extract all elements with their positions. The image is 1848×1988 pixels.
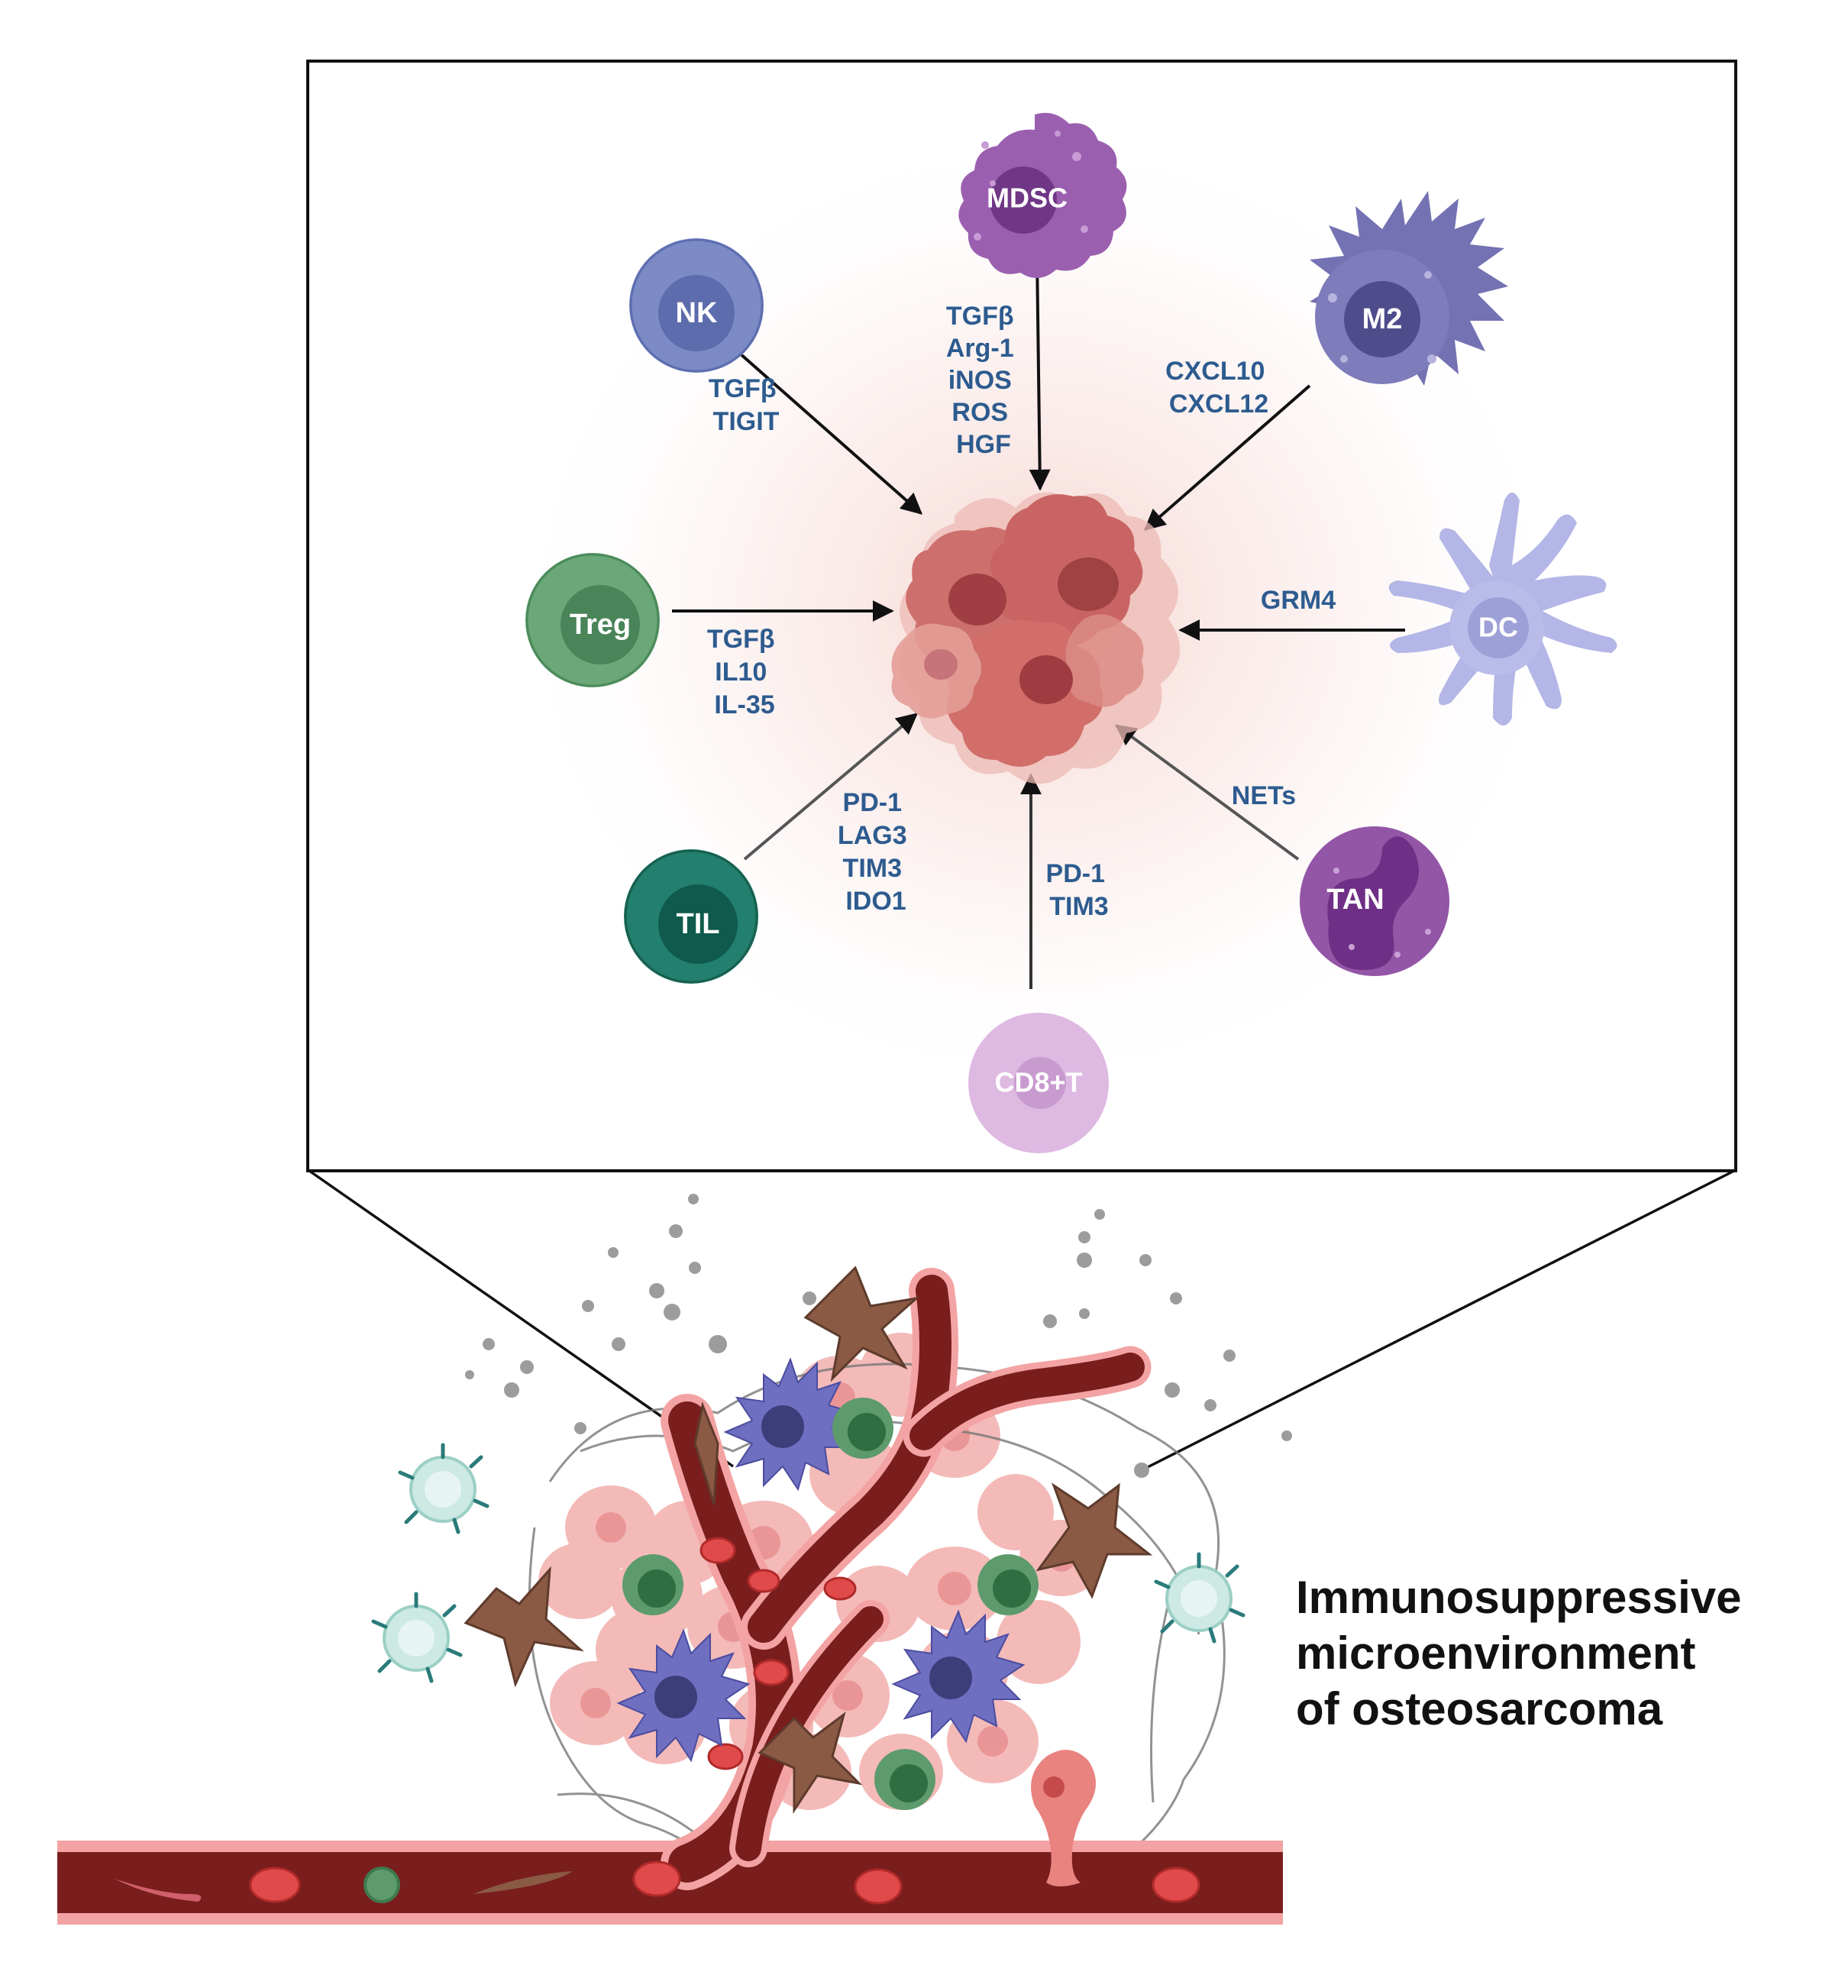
tumor-cluster — [891, 492, 1181, 784]
mdsc-label: MDSC — [987, 183, 1068, 214]
dc-label: DC — [1478, 612, 1518, 643]
til-mediators: PD-1 LAG3 TIM3 IDO1 — [838, 788, 914, 916]
signal-arrows — [672, 255, 1405, 989]
nk-cell: NK — [629, 238, 764, 373]
dc-mediators: GRM4 — [1261, 586, 1336, 615]
mdsc-cell: MDSC — [958, 112, 1127, 279]
title-line-3: of osteosarcoma — [1296, 1683, 1663, 1734]
m2-label: M2 — [1362, 303, 1403, 335]
arrow-mdsc — [1029, 255, 1051, 491]
m2-mediators: CXCL10 CXCL12 — [1165, 357, 1272, 419]
tan-mediators: NETs — [1232, 781, 1296, 810]
tan-cell: TAN — [1300, 826, 1449, 976]
red-blood-cells — [249, 1537, 1200, 1905]
circulating-cell — [115, 1879, 202, 1902]
treg-label: Treg — [570, 609, 631, 641]
arrow-m2 — [1143, 384, 1311, 531]
mediator-labels: TGFβ TIGIT TGFβ Arg-1 iNOS ROS HGF CXCL1… — [707, 302, 1336, 921]
cd8-label: CD8+T — [994, 1067, 1082, 1098]
treg-mediators: TGFβ IL10 IL-35 — [707, 625, 782, 719]
tissue-t-cells — [622, 1398, 1039, 1810]
zoom-connector-lines — [308, 1169, 1735, 1472]
tissue-illustration — [57, 1194, 1292, 1925]
til-cell: TIL — [624, 849, 758, 984]
arrow-tan — [1114, 724, 1300, 861]
antibody-coated-cells — [371, 1443, 1245, 1683]
m2-cell: M2 — [1310, 191, 1508, 386]
nk-mediators: TGFβ TIGIT — [709, 374, 783, 436]
title-line-2: microenvironment — [1296, 1628, 1695, 1679]
tan-label: TAN — [1326, 884, 1384, 916]
title-line-1: Immunosuppressive — [1296, 1572, 1742, 1623]
circulating-lymphocyte — [363, 1867, 400, 1903]
tissue-macrophages — [616, 1357, 1026, 1763]
extravasating-tumor-cell — [1031, 1750, 1096, 1886]
arrow-nk — [732, 346, 923, 515]
arrow-til — [743, 713, 919, 861]
dc-cell: DC — [1388, 493, 1617, 726]
circulating-fibroblast — [473, 1871, 573, 1894]
treg-cell: Treg — [525, 553, 660, 687]
til-label: TIL — [677, 908, 720, 940]
cd8-mediators: PD-1 TIM3 — [1046, 859, 1113, 921]
figure-title: Immunosuppressive microenvironment of os… — [1296, 1572, 1742, 1734]
nk-label: NK — [676, 297, 718, 329]
cd8-cell: CD8+T — [968, 1013, 1109, 1153]
fibroblasts — [464, 1266, 1153, 1814]
mdsc-mediators: TGFβ Arg-1 iNOS ROS HGF — [946, 302, 1021, 459]
